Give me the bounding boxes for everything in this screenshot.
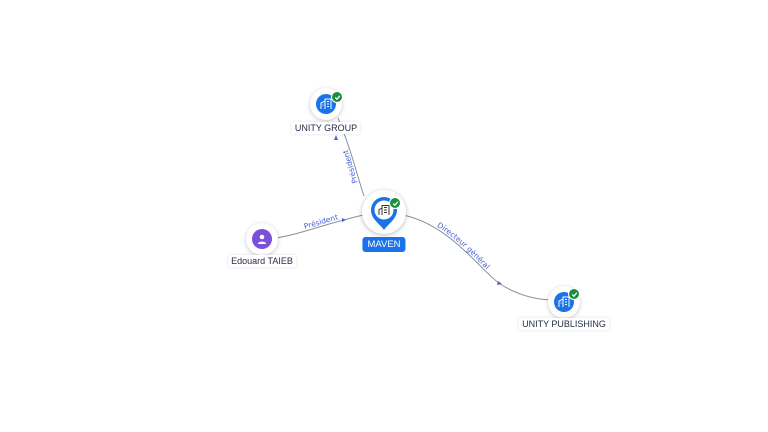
verified-check-icon — [389, 197, 401, 209]
verified-check-icon — [568, 288, 580, 300]
node-label-unity-publishing: UNITY PUBLISHING — [519, 318, 609, 330]
edge-label-president-edouard: Président — [303, 212, 339, 231]
person-icon — [252, 229, 272, 249]
arrow-maven-from-edouard — [342, 218, 346, 222]
edge-label-directeur-general: Directeur général — [436, 220, 492, 271]
arrow-unity-publishing — [497, 281, 502, 285]
node-label-maven: MAVEN — [362, 237, 406, 252]
node-circle-edouard-taieb[interactable] — [246, 223, 278, 255]
arrow-unity-group — [334, 135, 338, 140]
node-label-edouard-taieb: Edouard TAIEB — [228, 255, 296, 267]
node-label-unity-group: UNITY GROUP — [291, 122, 361, 134]
verified-check-icon — [331, 91, 343, 103]
node-circle-maven[interactable] — [362, 190, 406, 234]
edge-label-president-unity-group: Président — [341, 149, 360, 185]
node-circle-unity-publishing[interactable] — [548, 286, 580, 318]
